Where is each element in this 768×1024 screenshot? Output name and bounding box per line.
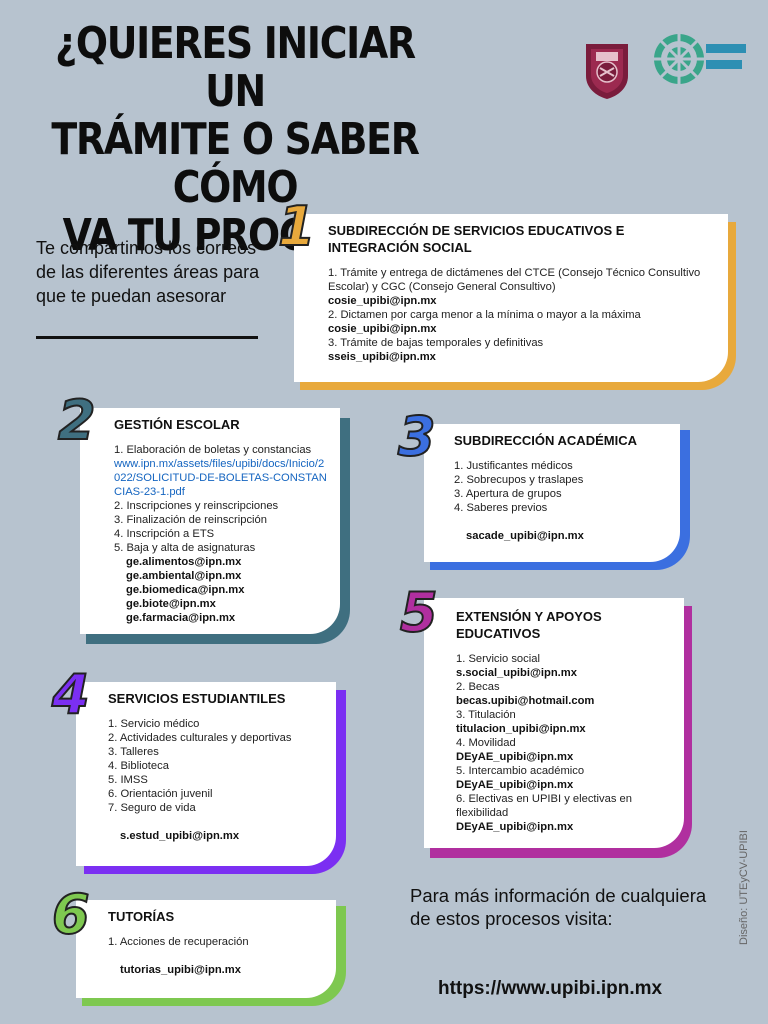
email-address[interactable]: becas.upibi@hotmail.com [456, 695, 595, 707]
card-4-lines: 1. Servicio médico 2. Actividades cultura… [108, 717, 326, 843]
list-item: 3. Trámite de bajas temporales y definit… [328, 337, 544, 349]
card-5-title: EXTENSIÓN Y APOYOS EDUCATIVOS [456, 609, 602, 641]
list-item: 1. Servicio médico [108, 718, 200, 730]
email-address[interactable]: sacade_upibi@ipn.mx [466, 530, 584, 542]
email-address[interactable]: DEyAE_upibi@ipn.mx [456, 779, 574, 791]
email-address[interactable]: cosie_upibi@ipn.mx [328, 295, 437, 307]
email-address[interactable]: ge.alimentos@ipn.mx [126, 556, 242, 568]
intro-text: Te compartimos los correos de las difere… [36, 238, 260, 306]
upibi-logo-icon [654, 34, 746, 84]
card-1-title: SUBDIRECCIÓN DE SERVICIOS EDUCATIVOS E I… [328, 223, 625, 255]
list-item: 3. Talleres [108, 746, 159, 758]
card-5: EXTENSIÓN Y APOYOS EDUCATIVOS 1. Servici… [424, 598, 684, 848]
list-item: 5. Intercambio académico [456, 765, 585, 777]
list-item: 7. Seguro de vida [108, 802, 196, 814]
email-address[interactable]: ge.biote@ipn.mx [126, 598, 216, 610]
card-1: SUBDIRECCIÓN DE SERVICIOS EDUCATIVOS E I… [294, 214, 728, 382]
title-line-2: TRÁMITE O SABER CÓMO [51, 114, 419, 213]
ipn-shield-icon [586, 44, 628, 99]
list-item: 2. Inscripciones y reinscripciones [114, 500, 279, 512]
card-3-number: 3 [397, 405, 437, 468]
list-item: 1. Acciones de recuperación [108, 936, 249, 948]
list-item: 4. Movilidad [456, 737, 516, 749]
list-item: 4. Saberes previos [454, 502, 548, 514]
footer-text: Para más información de cualquiera de es… [410, 885, 707, 929]
card-3-title: SUBDIRECCIÓN ACADÉMICA [454, 433, 637, 448]
upibi-logo [652, 30, 748, 88]
list-item: 1. Trámite y entrega de dictámenes del C… [328, 267, 701, 293]
design-credit: Diseño: UTEyCV-UPIBI [738, 830, 750, 945]
list-item: 1. Justificantes médicos [454, 460, 573, 472]
card-3-lines: 1. Justificantes médicos 2. Sobrecupos y … [454, 459, 670, 543]
card-2-title: GESTIÓN ESCOLAR [114, 417, 240, 432]
list-item: 5. Baja y alta de asignaturas [114, 542, 256, 554]
email-address[interactable]: s.estud_upibi@ipn.mx [120, 830, 240, 842]
card-2-number: 2 [57, 389, 97, 452]
title-line-1: ¿QUIERES INICIAR UN [55, 18, 416, 117]
document-link[interactable]: www.ipn.mx/assets/files/upibi/docs/Inici… [114, 458, 327, 498]
card-4: SERVICIOS ESTUDIANTILES 1. Servicio médi… [76, 682, 336, 866]
list-item: 2. Sobrecupos y traslapes [454, 474, 584, 486]
list-item: 1. Servicio social [456, 653, 540, 665]
page-title: ¿QUIERES INICIAR UN TRÁMITE O SABER CÓMO… [20, 20, 450, 260]
list-item: 1. Elaboración de boletas y constancias [114, 444, 312, 456]
list-item: 4. Inscripción a ETS [114, 528, 215, 540]
card-1-lines: 1. Trámite y entrega de dictámenes del C… [328, 266, 716, 364]
email-address[interactable]: DEyAE_upibi@ipn.mx [456, 751, 574, 763]
list-item: 3. Titulación [456, 709, 516, 721]
card-4-number: 4 [51, 663, 91, 726]
card-2-lines: 1. Elaboración de boletas y constancias w… [114, 443, 330, 625]
card-6: TUTORÍAS 1. Acciones de recuperación tuto… [76, 900, 336, 998]
card-4-title: SERVICIOS ESTUDIANTILES [108, 691, 286, 706]
intro-divider [36, 336, 258, 339]
list-item: 6. Orientación juvenil [108, 788, 213, 800]
email-address[interactable]: ge.farmacia@ipn.mx [126, 612, 236, 624]
email-address[interactable]: tutorias_upibi@ipn.mx [120, 964, 241, 976]
email-address[interactable]: DEyAE_upibi@ipn.mx [456, 821, 574, 833]
email-address[interactable]: s.social_upibi@ipn.mx [456, 667, 577, 679]
card-6-number: 6 [51, 883, 91, 946]
list-item: 2. Becas [456, 681, 500, 693]
list-item: 6. Electivas en UPIBI y electivas en fle… [456, 793, 632, 819]
card-5-number: 5 [399, 581, 439, 644]
list-item: 3. Finalización de reinscripción [114, 514, 267, 526]
ipn-logo [582, 42, 632, 100]
card-3: SUBDIRECCIÓN ACADÉMICA 1. Justificantes … [424, 424, 680, 562]
list-item: 4. Biblioteca [108, 760, 169, 772]
email-address[interactable]: ge.ambiental@ipn.mx [126, 570, 242, 582]
email-address[interactable]: ge.biomedica@ipn.mx [126, 584, 245, 596]
footer-url-link[interactable]: https://www.upibi.ipn.mx [438, 978, 663, 999]
list-item: 2. Dictamen por carga menor a la mínima … [328, 309, 641, 321]
card-1-number: 1 [277, 195, 317, 258]
card-6-lines: 1. Acciones de recuperación tutorias_upib… [108, 935, 326, 977]
list-item: 5. IMSS [108, 774, 148, 786]
list-item: 3. Apertura de grupos [454, 488, 562, 500]
email-address[interactable]: cosie_upibi@ipn.mx [328, 323, 437, 335]
list-item: 2. Actividades culturales y deportivas [108, 732, 292, 744]
email-address[interactable]: sseis_upibi@ipn.mx [328, 351, 436, 363]
card-2: GESTIÓN ESCOLAR 1. Elaboración de boleta… [80, 408, 340, 634]
card-5-lines: 1. Servicio social s.social_upibi@ipn.mx 2… [456, 652, 674, 834]
email-address[interactable]: titulacion_upibi@ipn.mx [456, 723, 586, 735]
card-6-title: TUTORÍAS [108, 909, 175, 924]
